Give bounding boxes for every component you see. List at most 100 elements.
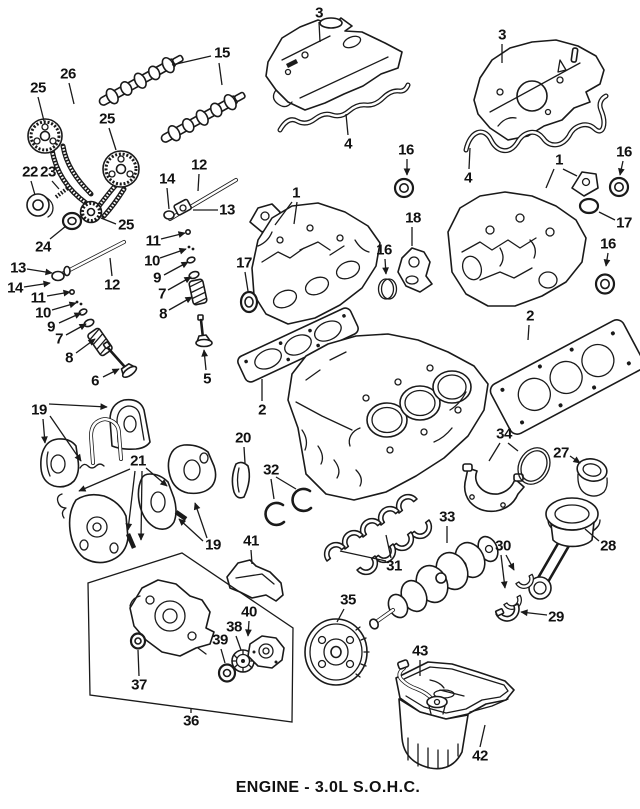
cam-sprocket-25-icon [27, 118, 63, 154]
callout-9[interactable]: 9 [153, 270, 162, 287]
callout-36[interactable]: 36 [183, 713, 199, 730]
callout-41[interactable]: 41 [243, 533, 259, 550]
valve-parts-lower [69, 288, 138, 379]
callout-15[interactable]: 15 [214, 45, 230, 62]
callout-22[interactable]: 22 [22, 164, 38, 181]
timing-belt-group [26, 118, 140, 231]
leader-line-17 [598, 211, 616, 221]
callout-13[interactable]: 13 [219, 202, 235, 219]
callout-20[interactable]: 20 [235, 430, 251, 447]
valve-spring-8-icon [188, 278, 208, 306]
callout-2[interactable]: 2 [526, 308, 535, 325]
callout-17[interactable]: 17 [616, 215, 632, 232]
callout-23[interactable]: 23 [40, 164, 56, 181]
callout-25[interactable]: 25 [118, 217, 134, 234]
leader-line-21 [145, 467, 168, 487]
callout-35[interactable]: 35 [340, 592, 356, 609]
callout-9[interactable]: 9 [47, 319, 56, 336]
leader-line-1 [274, 201, 293, 226]
callout-16[interactable]: 16 [616, 144, 632, 161]
callout-34[interactable]: 34 [496, 426, 513, 443]
bracket-1-icon [571, 171, 599, 197]
seal-39-icon [217, 663, 237, 683]
washer-14-icon [63, 265, 71, 277]
leader-line-31 [385, 534, 392, 559]
callout-3[interactable]: 3 [498, 27, 507, 44]
leader-line-5 [201, 349, 209, 371]
callout-5[interactable]: 5 [203, 371, 212, 388]
callout-17[interactable]: 17 [236, 255, 252, 272]
callout-16[interactable]: 16 [398, 142, 414, 159]
cover-gasket-icon [88, 416, 123, 465]
callout-18[interactable]: 18 [405, 210, 421, 227]
callout-16[interactable]: 16 [376, 242, 392, 259]
seal-16-icon [608, 176, 630, 198]
keeper-11-icon [69, 288, 76, 295]
callout-6[interactable]: 6 [91, 373, 100, 390]
callout-24[interactable]: 24 [35, 239, 52, 256]
callout-4[interactable]: 4 [344, 136, 354, 153]
callout-11[interactable]: 11 [146, 233, 162, 250]
retainer-9-icon [78, 308, 88, 316]
callout-27[interactable]: 27 [553, 445, 569, 462]
oil-pump-body-36-icon [129, 579, 215, 657]
seal-16-icon [393, 177, 415, 199]
callout-21[interactable]: 21 [130, 453, 146, 470]
callout-31[interactable]: 31 [386, 558, 402, 575]
callout-16[interactable]: 16 [600, 236, 616, 253]
callout-37[interactable]: 37 [131, 677, 147, 694]
callout-12[interactable]: 12 [104, 277, 120, 294]
callout-4[interactable]: 4 [464, 170, 474, 187]
leader-line-12 [197, 173, 200, 192]
callout-13[interactable]: 13 [10, 260, 26, 277]
callout-30[interactable]: 30 [495, 538, 511, 555]
callout-32[interactable]: 32 [263, 462, 279, 479]
callout-8[interactable]: 8 [159, 306, 168, 323]
callout-3[interactable]: 3 [315, 5, 324, 22]
leader-line-9 [58, 312, 82, 324]
callout-40[interactable]: 40 [241, 604, 257, 621]
piston-28-icon [528, 497, 601, 600]
leader-line-20 [243, 446, 246, 464]
leader-line-4 [345, 113, 349, 136]
leader-line-25 [108, 127, 117, 151]
rod-cap-29-icon [494, 603, 524, 626]
callout-38[interactable]: 38 [226, 619, 242, 636]
callout-28[interactable]: 28 [600, 538, 616, 555]
leader-line-32 [270, 478, 275, 500]
callout-42[interactable]: 42 [472, 748, 488, 765]
callout-26[interactable]: 26 [60, 66, 76, 83]
oil-pan-42-icon [395, 661, 515, 770]
callout-7[interactable]: 7 [55, 331, 64, 348]
callout-39[interactable]: 39 [212, 632, 228, 649]
leader-line-39 [220, 648, 226, 664]
leader-line-11 [46, 289, 71, 297]
callout-43[interactable]: 43 [412, 643, 428, 660]
leader-line-12 [109, 257, 113, 277]
callout-1[interactable]: 1 [555, 152, 564, 169]
callout-33[interactable]: 33 [439, 509, 455, 526]
callout-25[interactable]: 25 [99, 111, 115, 128]
callout-1[interactable]: 1 [292, 185, 301, 202]
callout-29[interactable]: 29 [548, 609, 564, 626]
callout-12[interactable]: 12 [191, 157, 207, 174]
leader-line-28 [584, 528, 600, 542]
callout-19[interactable]: 19 [205, 537, 221, 554]
o-ring-34-icon [517, 447, 551, 485]
callout-14[interactable]: 14 [7, 280, 24, 297]
leader-line-19 [41, 418, 48, 444]
callout-19[interactable]: 19 [31, 402, 47, 419]
callout-7[interactable]: 7 [158, 286, 167, 303]
leader-line-4 [468, 147, 471, 170]
callout-14[interactable]: 14 [159, 171, 176, 188]
callout-11[interactable]: 11 [31, 290, 47, 307]
gasket-curl-icon [56, 493, 67, 519]
callout-10[interactable]: 10 [35, 305, 51, 322]
callout-8[interactable]: 8 [65, 350, 74, 367]
callout-25[interactable]: 25 [30, 80, 46, 97]
leader-line-1 [562, 168, 578, 177]
callout-10[interactable]: 10 [144, 253, 160, 270]
leader-line-38 [235, 635, 242, 651]
timing-cover-group [40, 398, 251, 564]
callout-2[interactable]: 2 [258, 402, 267, 419]
